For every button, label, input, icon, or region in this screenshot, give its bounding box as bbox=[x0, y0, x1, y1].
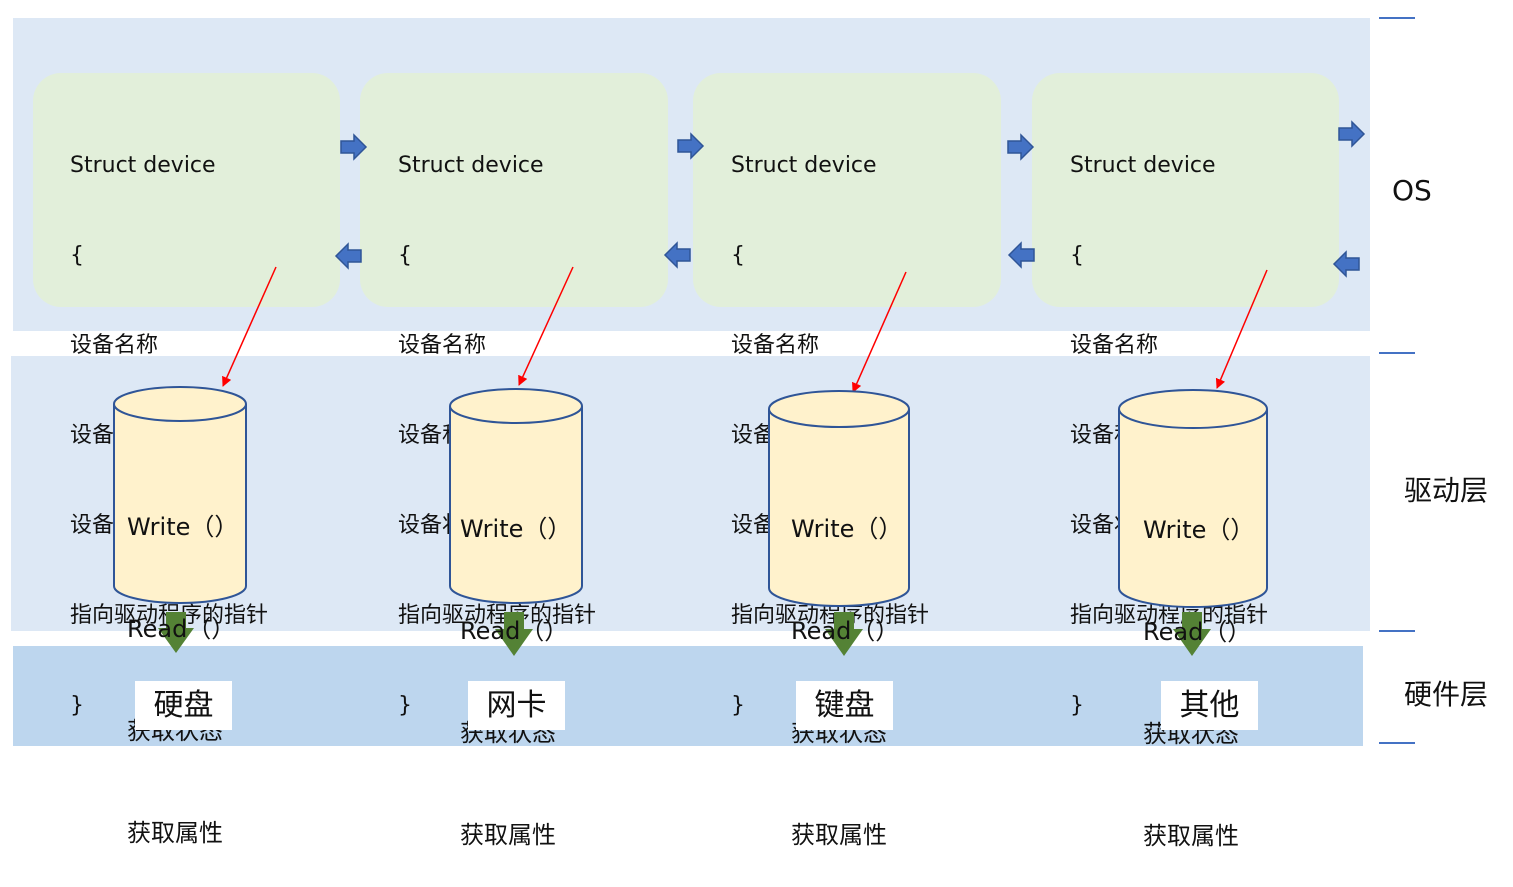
struct-field-driver-pointer: 指向驱动程序的指针 bbox=[1070, 603, 1269, 628]
driver-ops-2: Write（） Read（） 获取状态 获取属性 bbox=[460, 444, 571, 886]
driver-cylinder-2 bbox=[449, 388, 583, 604]
hardware-down-arrow-3 bbox=[825, 612, 863, 656]
struct-field-name: 设备名称 bbox=[398, 333, 487, 358]
driver-pointer-arrow-3 bbox=[852, 271, 907, 393]
driver-op-get-attributes: 获取属性 bbox=[1143, 822, 1239, 850]
layer-tick-1 bbox=[1379, 17, 1415, 19]
driver-ops-1: Write（） Read（） 获取状态 获取属性 bbox=[127, 442, 238, 884]
layer-tick-2 bbox=[1379, 352, 1415, 354]
device-struct-2-text: Struct device { 设备名称 设备私有数据 设备状态 指向驱动程序的… bbox=[398, 91, 596, 751]
chain-arrow-right-3 bbox=[1007, 133, 1035, 161]
struct-field-driver-pointer: 指向驱动程序的指针 bbox=[398, 603, 597, 628]
driver-op-get-attributes: 获取属性 bbox=[791, 821, 887, 849]
driver-ops-3: Write（） Read（） 获取状态 获取属性 bbox=[791, 444, 902, 886]
hardware-keyboard: 键盘 bbox=[796, 681, 893, 730]
hardware-down-arrow-4 bbox=[1173, 612, 1211, 656]
driver-op-write: Write（） bbox=[1143, 516, 1255, 544]
layer-label-os: OS bbox=[1392, 174, 1432, 207]
chain-arrow-left-1 bbox=[334, 242, 362, 270]
driver-op-read: Read（） bbox=[460, 617, 569, 645]
diagram-graphics bbox=[113, 120, 1366, 656]
hardware-layer-band bbox=[13, 646, 1363, 746]
driver-cylinder-3 bbox=[768, 390, 910, 607]
struct-open-brace: { bbox=[731, 243, 745, 268]
chain-arrow-right-1 bbox=[340, 133, 368, 161]
driver-op-read: Read（） bbox=[791, 617, 900, 645]
device-struct-3 bbox=[693, 73, 1001, 307]
device-struct-4 bbox=[1032, 73, 1339, 307]
driver-op-write: Write（） bbox=[460, 515, 572, 543]
chain-arrow-left-4 bbox=[1332, 250, 1360, 278]
struct-header: Struct device bbox=[731, 153, 877, 178]
device-struct-2 bbox=[360, 73, 668, 307]
struct-header: Struct device bbox=[1070, 153, 1216, 178]
driver-op-get-attributes: 获取属性 bbox=[127, 819, 223, 847]
driver-pointer-arrow-4 bbox=[1215, 269, 1268, 389]
struct-close-brace: } bbox=[1070, 693, 1084, 718]
struct-header: Struct device bbox=[70, 153, 216, 178]
layer-label-driver: 驱动层 bbox=[1404, 474, 1489, 507]
struct-field-name: 设备名称 bbox=[731, 333, 820, 358]
driver-ops-4: Write（） Read（） 获取状态 获取属性 bbox=[1143, 445, 1254, 887]
driver-op-write: Write（） bbox=[791, 515, 903, 543]
driver-cylinder-4 bbox=[1118, 389, 1268, 608]
struct-field-name: 设备名称 bbox=[70, 333, 159, 358]
layer-label-hardware: 硬件层 bbox=[1404, 678, 1489, 711]
device-struct-1 bbox=[33, 73, 340, 307]
driver-op-read: Read（） bbox=[127, 615, 236, 643]
hardware-down-arrow-2 bbox=[495, 612, 533, 656]
hardware-network-card: 网卡 bbox=[468, 681, 565, 730]
struct-open-brace: { bbox=[1070, 243, 1084, 268]
chain-arrow-right-2 bbox=[677, 132, 705, 160]
struct-open-brace: { bbox=[398, 243, 412, 268]
struct-open-brace: { bbox=[70, 243, 84, 268]
driver-pointer-arrow-2 bbox=[518, 266, 574, 386]
chain-arrow-right-4 bbox=[1338, 120, 1366, 148]
layer-tick-4 bbox=[1379, 742, 1415, 744]
struct-close-brace: } bbox=[398, 693, 412, 718]
hardware-other: 其他 bbox=[1161, 681, 1258, 730]
driver-cylinder-1 bbox=[113, 386, 247, 604]
hardware-hard-disk: 硬盘 bbox=[135, 681, 232, 730]
struct-field-name: 设备名称 bbox=[1070, 333, 1159, 358]
chain-arrow-left-2 bbox=[663, 241, 691, 269]
driver-op-write: Write（） bbox=[127, 513, 239, 541]
chain-arrow-left-3 bbox=[1007, 241, 1035, 269]
struct-header: Struct device bbox=[398, 153, 544, 178]
layer-tick-3 bbox=[1379, 630, 1415, 632]
struct-close-brace: } bbox=[70, 693, 84, 718]
driver-op-get-attributes: 获取属性 bbox=[460, 821, 556, 849]
struct-field-driver-pointer: 指向驱动程序的指针 bbox=[731, 603, 930, 628]
struct-close-brace: } bbox=[731, 693, 745, 718]
driver-op-read: Read（） bbox=[1143, 618, 1252, 646]
hardware-down-arrow-1 bbox=[158, 612, 194, 653]
driver-pointer-arrow-1 bbox=[222, 266, 277, 387]
